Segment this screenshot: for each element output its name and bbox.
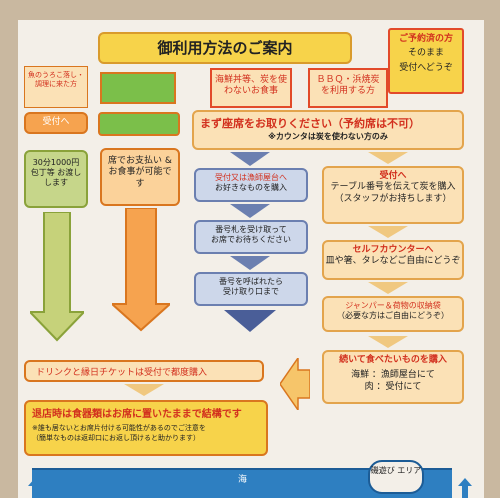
seat-first-line1: まず座席をお取りください（予約席は不可） (200, 117, 420, 130)
category-bbq-label: ＢＢＱ・浜焼炭を利用する方 (316, 75, 380, 97)
seafood-arrow-3 (230, 256, 270, 270)
category-seafood: 海鮮丼等、炭を使わないお食事 (210, 68, 292, 108)
bbq-step3-text1: ジャンパー＆荷物の収納袋 (345, 301, 441, 310)
leave-line1: 退店時は食器類はお席に置いたままで結構です (32, 409, 242, 420)
bbq-step2-text: 皿や箸、タレなどご自由にどうぞ (325, 256, 461, 267)
green-down-arrow (30, 212, 84, 342)
seafood-step2-text1: 番号札を受け取って (215, 225, 287, 234)
leave-box: 退店時は食器類はお席に置いたままで結構です ※誰も居ないとお席片付ける可能性があ… (24, 400, 268, 456)
bbq-arrow-4 (368, 336, 408, 348)
censored-box-1 (100, 72, 176, 104)
seafood-step1: 受付又は漁師屋台へ お好きなものを購入 (194, 168, 308, 202)
green-reception-label: 受付へ (42, 117, 70, 127)
reserved-line3: 受付へどうぞ (399, 62, 453, 73)
reserved-heading: ご予約済の方 (398, 34, 453, 44)
bbq-arrow-2 (368, 226, 408, 238)
bbq-step3: ジャンパー＆荷物の収納袋 （必要な方はご自由にどうぞ） (322, 296, 464, 332)
leave-line3: （簡単なものは返却口にお返し頂けると助かります） (32, 434, 200, 442)
seafood-arrow-1 (230, 152, 270, 166)
map-up-arrow-right (458, 478, 472, 498)
bbq-arrow-3 (368, 282, 408, 294)
seafood-step2-text2: お席でお待ちください (211, 235, 291, 244)
green-price-label: 30分1000円 包丁等 お渡しします (30, 158, 82, 187)
bbq-step3-text2: （必要な方はご自由にどうぞ） (337, 311, 449, 320)
bbq-step1: 受付へ テーブル番号を伝えて炭を購入 （スタッフがお持ちします） (322, 166, 464, 224)
bbq-step4-text2: 肉 ：受付にて (364, 381, 422, 392)
green-reception-box: 受付へ (24, 112, 88, 134)
drink-label: ドリンクと縁日チケットは受付で都度購入 (36, 368, 208, 378)
seafood-step3-text1: 番号を呼ばれたら (219, 277, 283, 286)
reserved-line2: そのまま (407, 48, 444, 59)
map-play-label: 磯遊び エリア (370, 466, 422, 475)
bbq-step4-title: 続いて食べたいものを購入 (339, 355, 447, 365)
green-top-box: 魚のうろこ落し・調理に来た方 (24, 66, 88, 108)
orange-pay-box: 席でお支払い & お食事が可能です (100, 148, 180, 206)
seat-first-line2: ※カウンタは炭を使わない方のみ (268, 132, 388, 141)
seafood-arrow-4 (224, 310, 276, 332)
bbq-step1-title: 受付へ (379, 171, 407, 181)
seafood-step2: 番号札を受け取って お席でお待ちください (194, 220, 308, 254)
seafood-step1-title: 受付又は漁師屋台へ (215, 173, 287, 182)
seafood-step1-text: お好きなものを購入 (215, 183, 287, 192)
leave-line2: ※誰も居ないとお席片付ける可能性があるのでご注意を (32, 424, 206, 432)
orange-pay-label: 席でお支払い & お食事が可能です (108, 156, 172, 189)
bbq-arrow-1 (368, 152, 408, 164)
bbq-step2: セルフカウンターへ 皿や箸、タレなどご自由にどうぞ (322, 240, 464, 280)
green-price-box: 30分1000円 包丁等 お渡しします (24, 150, 88, 208)
map-up-arrow-left (28, 478, 42, 498)
map-sea-label: 海 (238, 475, 248, 485)
seafood-step3: 番号を呼ばれたら 受け取り口まで (194, 272, 308, 306)
category-seafood-label: 海鮮丼等、炭を使わないお食事 (215, 75, 288, 97)
seafood-arrow-2 (230, 204, 270, 218)
page-title: 御利用方法のご案内 (157, 39, 293, 57)
bbq-step2-title: セルフカウンターへ (352, 245, 434, 255)
bbq-step4: 続いて食べたいものを購入 海鮮 ：漁師屋台にて 肉 ：受付にて (322, 350, 464, 404)
drink-down-arrow (124, 384, 164, 396)
map-play-area: 磯遊び エリア (368, 460, 424, 494)
title-banner: 御利用方法のご案内 (98, 32, 352, 64)
bbq-step1-text2: （スタッフがお持ちします） (334, 193, 452, 204)
seafood-step3-text2: 受け取り口まで (223, 287, 279, 296)
seat-first-banner: まず座席をお取りください（予約席は不可） ※カウンタは炭を使わない方のみ (192, 110, 464, 150)
category-bbq: ＢＢＱ・浜焼炭を利用する方 (308, 68, 388, 108)
censored-box-2 (98, 112, 180, 136)
bbq-step4-text1: 海鮮 ：漁師屋台にて (351, 370, 435, 381)
orange-down-arrow (112, 208, 170, 332)
drink-bar: ドリンクと縁日チケットは受付で都度購入 (24, 360, 264, 382)
bbq-step1-text1: テーブル番号を伝えて炭を購入 (330, 182, 456, 193)
guide-sign: 御利用方法のご案内 ご予約済の方 そのまま 受付へどうぞ 海鮮丼等、炭を使わない… (18, 20, 484, 498)
reserved-box: ご予約済の方 そのまま 受付へどうぞ (388, 28, 464, 94)
green-top-label: 魚のうろこ落し・調理に来た方 (28, 71, 84, 88)
left-arrow (280, 358, 310, 410)
